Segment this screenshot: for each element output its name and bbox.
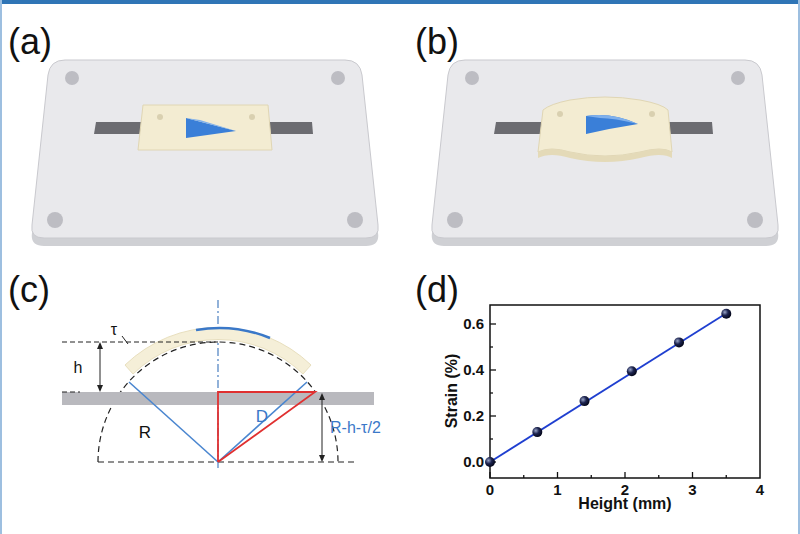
dimension-label: D — [256, 408, 268, 425]
panel-label: (b) — [415, 24, 459, 60]
panel-label: (d) — [415, 272, 459, 308]
tick-label: 3 — [688, 482, 696, 497]
tick-label: 0.2 — [463, 408, 484, 423]
tick-label: 0.0 — [463, 454, 484, 469]
panel-label: (a) — [8, 24, 52, 60]
dimension-label: R — [139, 424, 151, 441]
tick-label: 0 — [486, 482, 494, 497]
tick-label: 2 — [621, 482, 629, 497]
tick-label: 0.4 — [463, 362, 484, 377]
tick-label: 1 — [553, 482, 561, 497]
tick-label: 4 — [756, 482, 764, 497]
axis-title: Strain (%) — [444, 354, 460, 429]
dimension-label: R-h-τ/2 — [330, 420, 381, 436]
tick-label: 0.6 — [463, 316, 484, 331]
dimension-label: h — [74, 360, 83, 376]
panel-label: (c) — [8, 272, 50, 308]
axis-title: Height (mm) — [578, 496, 671, 512]
dimension-label: τ — [111, 322, 117, 338]
